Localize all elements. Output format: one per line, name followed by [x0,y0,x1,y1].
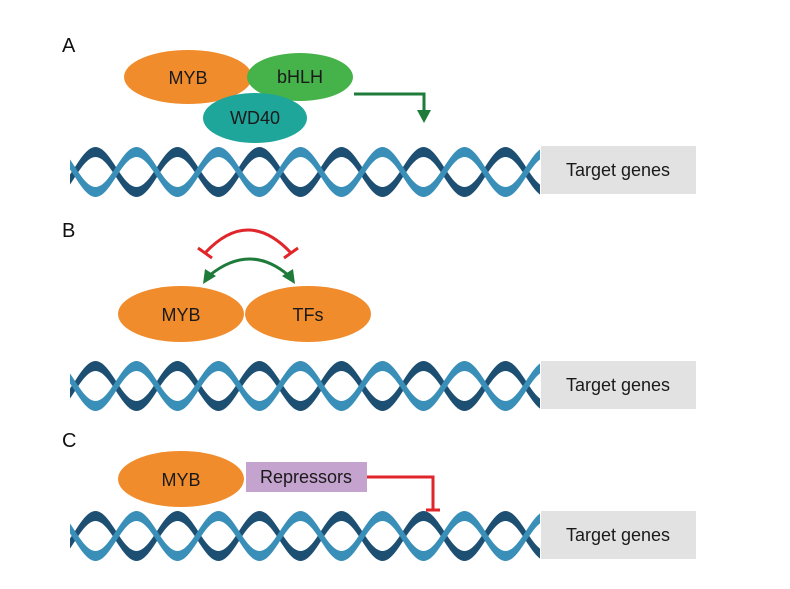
dna-strand-front [70,361,540,411]
panel-a-label: A [62,35,76,57]
target-genes-box-b [541,361,696,409]
activation-arrowhead-a [417,110,431,123]
myb-node-c [118,451,244,507]
repressors-box [246,462,367,492]
dna-strand-front [70,511,540,561]
dna-helix-c [70,511,540,561]
repressors-label: Repressors [260,467,352,487]
dna-strand-back [70,147,540,197]
target-genes-box-a [541,146,696,194]
dna-strand-back [70,361,540,411]
target-genes-box-c [541,511,696,559]
inhibition-bar-right [283,246,299,260]
target-genes-label-c: Target genes [566,525,670,545]
inhibition-bar-left [197,246,213,260]
mutual-activation-arc [209,257,289,277]
wd40-label: WD40 [230,108,280,128]
bhlh-label: bHLH [277,67,323,87]
inhibition-line-c [367,475,435,510]
target-genes-label-a: Target genes [566,160,670,180]
dna-strand-back [70,511,540,561]
dna-strand-front [70,147,540,197]
activation-arrowhead-right [282,269,295,284]
panel-c-label: C [62,430,76,452]
panel-c: C MYB Repressors Target genes [62,430,696,561]
mutual-inhibition-arc [203,228,293,255]
myb-node-b [118,286,244,342]
target-genes-label-b: Target genes [566,375,670,395]
myb-label-a: MYB [168,68,207,88]
activation-arrowhead-left [203,269,216,284]
bhlh-node [247,53,353,101]
myb-label-c: MYB [161,470,200,490]
dna-helix-b [70,361,540,411]
dna-helix-a [70,147,540,197]
panel-b: B MYB TFs Target genes [62,220,696,411]
panel-a: A Target genes MYB bHLH WD40 [62,35,696,197]
panel-b-label: B [62,220,75,242]
myb-label-b: MYB [161,305,200,325]
tfs-node [245,286,371,342]
activation-arrow-a [354,92,426,113]
wd40-node [203,93,307,143]
myb-node-a [124,50,252,104]
tfs-label: TFs [293,305,324,325]
